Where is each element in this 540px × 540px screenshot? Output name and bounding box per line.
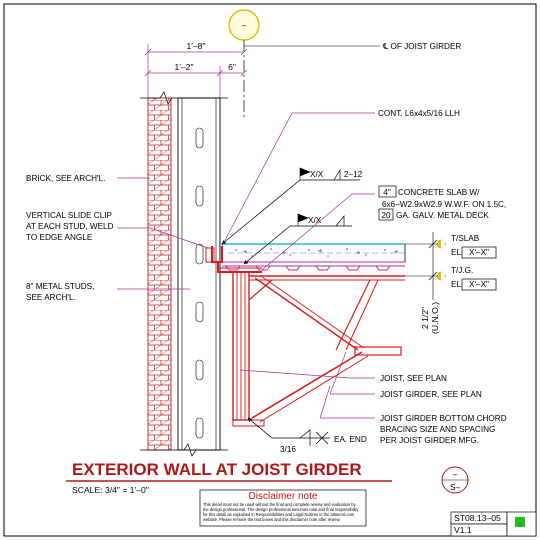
el1-prefix: EL. <box>451 248 463 257</box>
detail-title: EXTERIOR WALL AT JOIST GIRDER <box>72 460 362 479</box>
el1-box <box>461 246 497 259</box>
disclaimer-line3: for this detail as explained in Responsi… <box>203 512 355 517</box>
disclaimer-box: Disclaimer note This detail must not be … <box>199 489 367 527</box>
weld-mid-text: X/X <box>308 216 322 225</box>
joist-girder <box>232 271 405 427</box>
slide-clip <box>205 247 215 263</box>
slab-line3: GA. GALV. METAL DECK <box>396 211 489 220</box>
el1-value: X'–X" <box>469 248 489 257</box>
version-number: V1.1 <box>454 525 472 535</box>
disclaimer-line4: website. Please remove the text boxes an… <box>203 517 340 522</box>
vertical-dimension-text: 2 1/2" <box>420 307 430 329</box>
weld-size-text: 3/16 <box>280 445 296 454</box>
brick-label: BRICK, SEE ARCH'L. <box>26 174 105 183</box>
el2-box <box>461 278 497 291</box>
weld-top-text: X/X <box>310 170 324 179</box>
clip-label-line2: AT EACH STUD, WELD <box>26 222 114 231</box>
tslab-label: T/SLAB <box>451 234 480 243</box>
weld-each-end-text: EA. END <box>334 435 367 444</box>
disclaimer-line1: This detail must not be used without the… <box>203 502 357 507</box>
clip-label-line3: TO EDGE ANGLE <box>26 233 93 242</box>
disclaimer-heading: Disclaimer note <box>249 491 318 502</box>
metal-stud-wall <box>177 97 221 451</box>
slab-gauge: 20 <box>381 211 391 220</box>
brick-veneer <box>147 97 172 451</box>
dimension-overall-text: 1'–8" <box>186 41 205 51</box>
weld-top-length: 2–12 <box>344 170 363 179</box>
sheet-border <box>3 3 537 537</box>
dimension-left-text: 1'–2" <box>174 62 193 72</box>
weld-symbol-top <box>221 168 360 245</box>
slab-callout: 4" CONCRETE SLAB W/ 6x6–W2.9xW2.9 W.W.F.… <box>378 185 506 221</box>
slab-thickness: 4" <box>383 188 391 197</box>
bracing-label-line1: JOIST GIRDER BOTTOM CHORD <box>380 414 507 423</box>
vertical-dimension-note: (U.N.O.) <box>430 302 440 334</box>
bracing-label-line2: BRACING SIZE AND SPACING <box>380 425 495 434</box>
slab-line1: CONCRETE SLAB W/ <box>398 188 480 197</box>
scale-text: SCALE: 3/4" = 1'–0" <box>72 485 149 495</box>
centerline-label: ℄ OF JOIST GIRDER <box>382 42 461 51</box>
metal-deck <box>222 261 405 271</box>
section-bubble: – S– <box>441 466 469 494</box>
weld-mid-flag <box>297 213 309 226</box>
sheet-number: ST08.13–05 <box>454 513 501 523</box>
section-bubble-top: – <box>453 470 458 479</box>
status-square <box>515 517 525 527</box>
studs-label-line2: SEE ARCH'L. <box>26 293 76 302</box>
elevation-markers <box>405 232 446 300</box>
el2-value: X'–X" <box>469 280 489 289</box>
dimension-right-text: 6" <box>228 62 236 72</box>
weld-top-flag <box>299 167 311 180</box>
dimension-left <box>144 66 248 100</box>
joist-label: JOIST, SEE PLAN <box>380 374 447 383</box>
disclaimer-line2: the design professional. The design prof… <box>203 507 360 512</box>
dimension-overall <box>144 44 248 100</box>
weld-symbol-bottom <box>247 417 330 446</box>
angle-label: CONT. L6x4x5/16 LLH <box>378 109 460 118</box>
studs-label-line1: 8" METAL STUDS, <box>26 282 94 291</box>
section-bubble-bottom: S– <box>450 483 460 492</box>
tjg-label: T/J.G. <box>451 266 473 275</box>
grid-bubble-top-text: – <box>242 21 247 30</box>
joist-girder-label: JOIST GIRDER, SEE PLAN <box>380 390 482 399</box>
el2-prefix: EL. <box>451 280 463 289</box>
clip-label-line1: VERTICAL SLIDE CLIP <box>26 211 113 220</box>
weld-symbol-mid <box>243 215 352 265</box>
wall-break-lines <box>140 91 228 457</box>
concrete-slab <box>219 243 406 263</box>
bracing-label-line3: PER JOIST GIRDER MFG. <box>380 436 479 445</box>
leader-lines <box>117 112 375 419</box>
slab-line2: 6x6–W2.9xW2.9 W.W.F. ON 1.5C, <box>382 200 506 209</box>
grid-bubble-top: – <box>228 9 260 41</box>
title-block: ST08.13–05 V1.1 <box>450 511 537 537</box>
